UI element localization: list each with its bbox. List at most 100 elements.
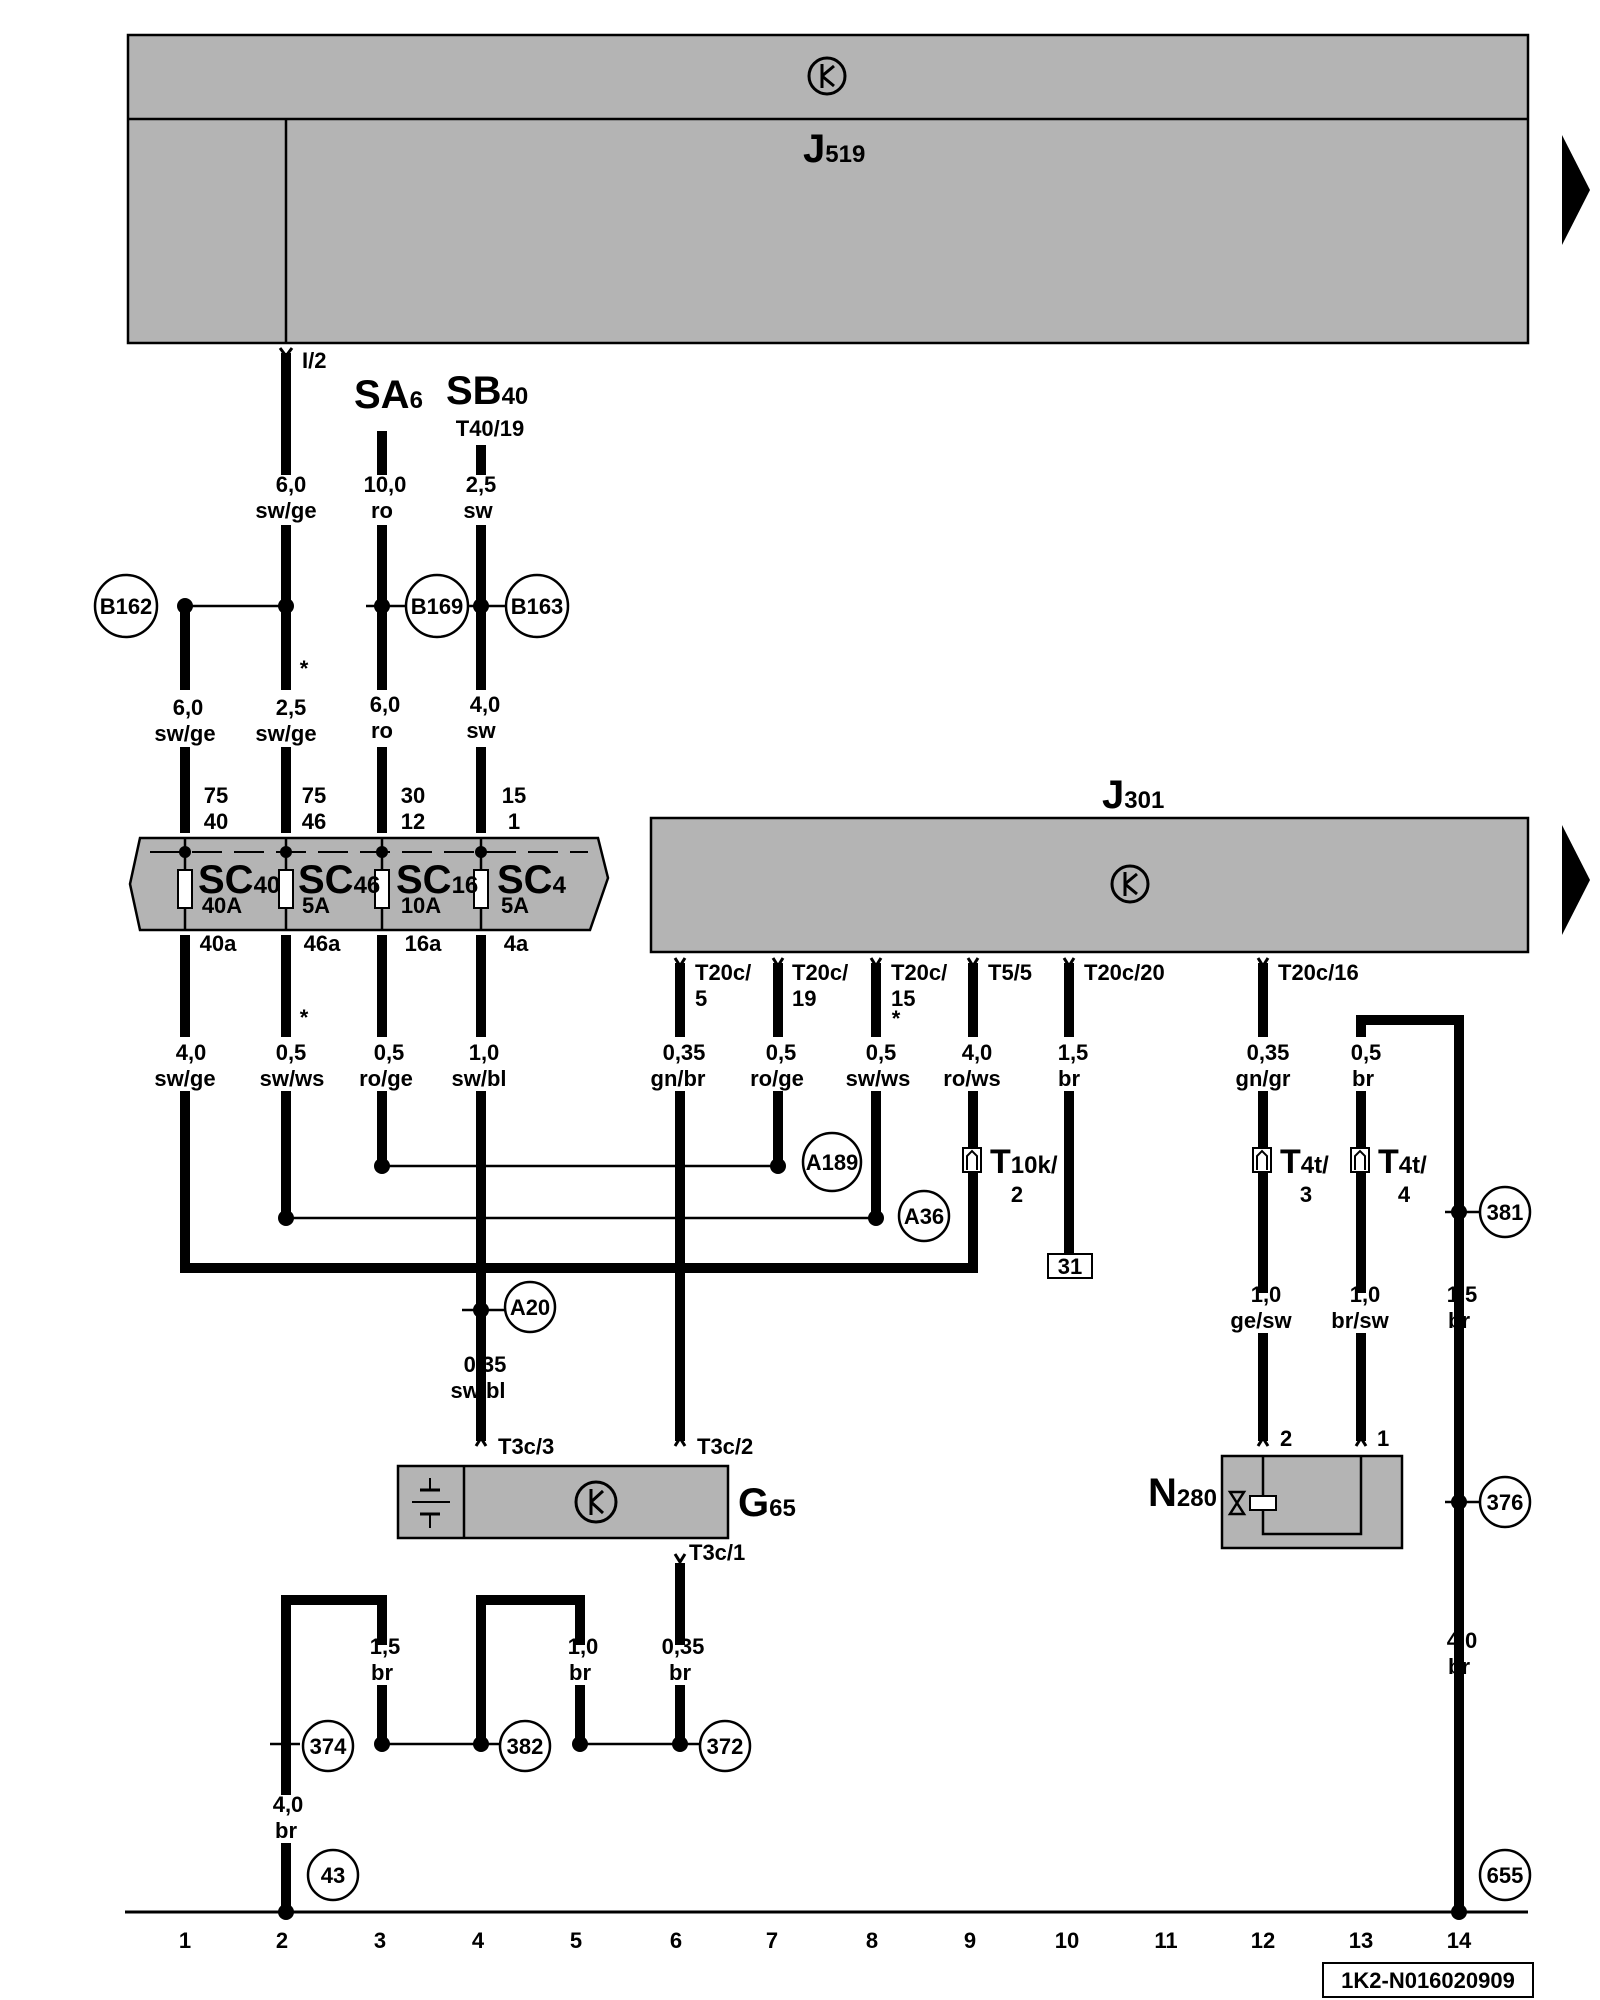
svg-text:15: 15 — [502, 783, 526, 808]
svg-text:374: 374 — [310, 1734, 347, 1759]
svg-text:5: 5 — [570, 1928, 582, 1953]
wire-color: gn/br — [651, 1066, 706, 1091]
svg-text:B163: B163 — [511, 594, 564, 619]
svg-text:16a: 16a — [405, 931, 442, 956]
splice-node — [177, 598, 193, 614]
wire-color: br — [1448, 1654, 1470, 1679]
wire-size: 4,0 — [470, 692, 501, 717]
junction-b163: B163 — [504, 573, 570, 639]
junction-b162: B162 — [93, 573, 159, 639]
svg-text:4: 4 — [1398, 1182, 1411, 1207]
capacitor-icon — [412, 1478, 450, 1528]
svg-text:15: 15 — [891, 986, 915, 1011]
svg-text:40: 40 — [204, 809, 228, 834]
wire-size: 0,5 — [766, 1040, 797, 1065]
svg-text:3: 3 — [374, 1928, 386, 1953]
fuse-sc46: SC46 — [298, 858, 380, 902]
junction-374: 374 — [301, 1719, 355, 1773]
fuse-sc16: SC16 — [396, 858, 478, 902]
wire-color: br — [1058, 1066, 1080, 1091]
wire-size: 1,0 — [568, 1634, 599, 1659]
junction-382: 382 — [498, 1719, 552, 1773]
wire-size: 0,35 — [1247, 1040, 1290, 1065]
pin-arrows-n280 — [1256, 1435, 1368, 1447]
cpu-icon — [574, 1480, 618, 1524]
wire-size: 1,0 — [469, 1040, 500, 1065]
connector-t4t-4: T4t/ 4 — [1350, 1143, 1427, 1207]
splice-node — [278, 598, 294, 614]
valve-icon — [1227, 1490, 1247, 1516]
connector-t10k: T10k/ 2 — [962, 1143, 1058, 1207]
wire-color: br — [371, 1660, 393, 1685]
svg-text:6: 6 — [670, 1928, 682, 1953]
control-unit-j519: J519 — [126, 33, 1530, 345]
ground-31: 31 — [1047, 1253, 1093, 1279]
splice-node — [374, 598, 390, 614]
svg-text:2: 2 — [1011, 1182, 1023, 1207]
junction-43: 43 — [306, 1848, 360, 1902]
wire-size: 6,0 — [370, 692, 401, 717]
sensor-g65 — [396, 1464, 730, 1540]
svg-text:7: 7 — [766, 1928, 778, 1953]
sb40-pin: T40/19 — [456, 416, 525, 441]
junction-381: 381 — [1478, 1185, 1532, 1239]
svg-text:5: 5 — [695, 986, 707, 1011]
wire-color: gn/gr — [1236, 1066, 1291, 1091]
svg-text:40a: 40a — [200, 931, 237, 956]
wire-color: ro/ge — [359, 1066, 413, 1091]
pin-n280-2: 2 — [1280, 1426, 1292, 1451]
wire-color: ro — [371, 718, 393, 743]
svg-text:75: 75 — [204, 783, 228, 808]
wire-color: sw/bl — [450, 1378, 505, 1403]
wire-color: ro — [371, 498, 393, 523]
wire-color: br — [275, 1818, 297, 1843]
junction-372: 372 — [698, 1719, 752, 1773]
wire-size: 0,35 — [662, 1634, 705, 1659]
sa6-label: SA6 — [354, 373, 423, 417]
wire-size: 0,5 — [374, 1040, 405, 1065]
splice-node — [473, 1736, 489, 1752]
column-numbers: 1 2 3 4 5 6 7 8 9 10 11 12 13 14 — [179, 1928, 1472, 1953]
sb40-label: SB40 — [446, 369, 528, 413]
wire-color: sw/ge — [154, 721, 215, 746]
svg-text:1: 1 — [508, 809, 520, 834]
wire-size: 4,0 — [176, 1040, 207, 1065]
pin-t3c1: T3c/1 — [689, 1540, 745, 1565]
svg-text:T20c/: T20c/ — [695, 960, 751, 985]
junction-376: 376 — [1478, 1475, 1532, 1529]
n280-label: N280 — [1148, 1471, 1217, 1515]
svg-text:B169: B169 — [411, 594, 464, 619]
svg-text:B162: B162 — [100, 594, 153, 619]
j301-pins: T20c/ 5 T20c/ 19 T20c/ 15 T5/5 T20c/20 T… — [673, 957, 1359, 1011]
splice-node — [473, 598, 489, 614]
svg-text:2: 2 — [276, 1928, 288, 1953]
wire-size: 0,5 — [276, 1040, 307, 1065]
wire-size: 1,5 — [1058, 1040, 1089, 1065]
fuse-terminals: 75 40 75 46 30 12 15 1 — [204, 783, 526, 834]
wire-color: br — [669, 1660, 691, 1685]
wire-color: sw/ws — [260, 1066, 325, 1091]
svg-text:A189: A189 — [806, 1150, 859, 1175]
fuse-rating: 10A — [401, 893, 441, 918]
svg-text:1K2-N016020909: 1K2-N016020909 — [1341, 1968, 1515, 1993]
valve-n280 — [1220, 1454, 1404, 1550]
svg-text:T10k/: T10k/ — [990, 1143, 1058, 1181]
svg-text:75: 75 — [302, 783, 326, 808]
splice-node — [572, 1736, 588, 1752]
wire-color: sw/ge — [154, 1066, 215, 1091]
wire-size: 6,0 — [276, 472, 307, 497]
svg-text:9: 9 — [964, 1928, 976, 1953]
control-unit-j301 — [649, 816, 1530, 954]
svg-text:30: 30 — [401, 783, 425, 808]
continuation-arrow-icon — [1562, 135, 1590, 245]
splice-node — [868, 1210, 884, 1226]
svg-text:655: 655 — [1487, 1863, 1524, 1888]
wire-color: sw/ws — [846, 1066, 911, 1091]
fuse-rating: 5A — [501, 893, 529, 918]
asterisk-mark: * — [892, 1006, 901, 1031]
svg-text:376: 376 — [1487, 1490, 1524, 1515]
wire-size: 10,0 — [364, 472, 407, 497]
svg-text:13: 13 — [1349, 1928, 1373, 1953]
wire-size: 4,0 — [962, 1040, 993, 1065]
